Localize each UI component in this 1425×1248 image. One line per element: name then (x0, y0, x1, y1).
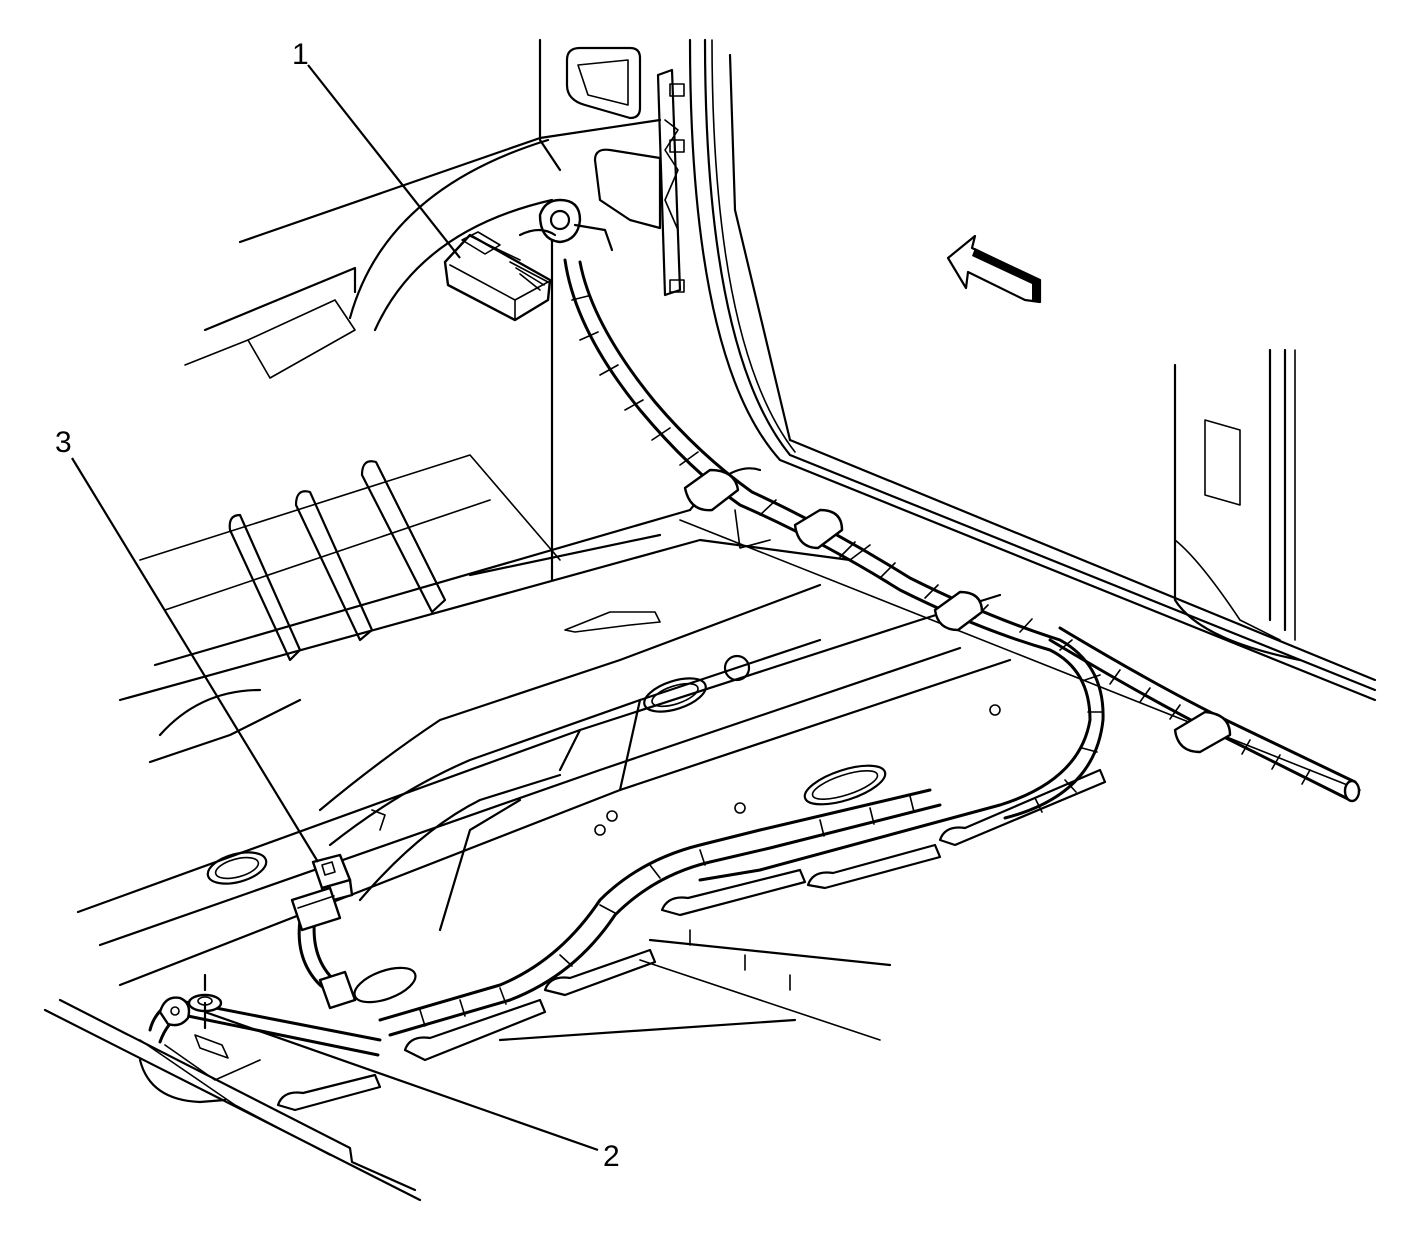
module-part-1 (443, 231, 552, 322)
sill-trim-pieces (276, 768, 1107, 1112)
front-direction-arrow-icon (946, 234, 1042, 304)
callout-2: 2 (603, 1140, 620, 1173)
leader-lines (71, 64, 599, 1152)
ground-bolt-part-2 (158, 973, 229, 1059)
leader-line-2 (204, 1010, 599, 1152)
callout-labels: 1 2 3 (55, 38, 620, 1173)
leader-line-3 (71, 457, 319, 863)
vehicle-body-structure (43, 38, 1377, 1202)
leader-line-1 (307, 64, 461, 259)
harness-connector-part-3 (290, 853, 357, 1010)
callout-1: 1 (292, 38, 309, 71)
wiring-harness (148, 198, 1361, 1057)
callout-3: 3 (55, 426, 72, 459)
